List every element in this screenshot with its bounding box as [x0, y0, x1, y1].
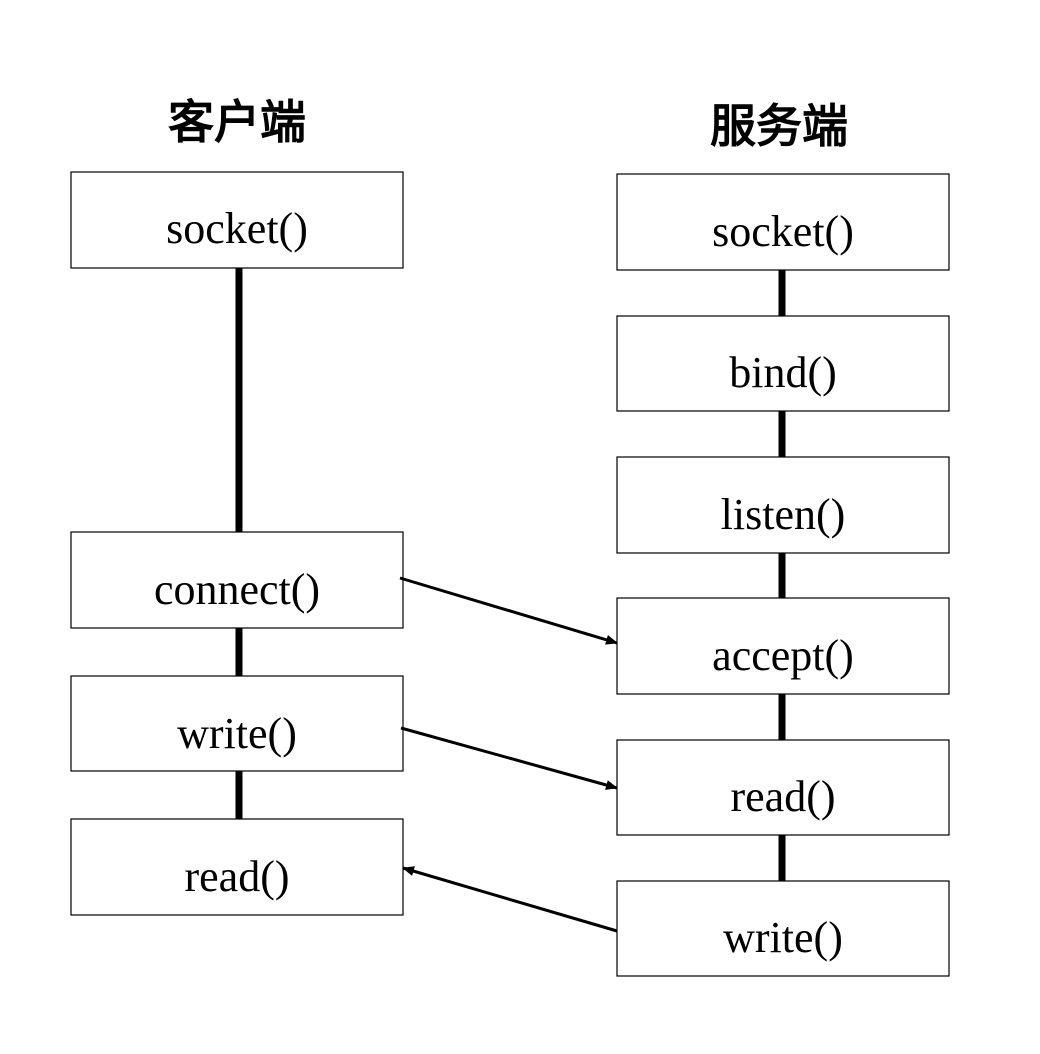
- server-read-box: read(): [616, 739, 950, 836]
- client-read-box: read(): [70, 818, 404, 916]
- server-socket-label: socket(): [712, 207, 854, 256]
- server-accept-box: accept(): [616, 597, 950, 695]
- client-read-label: read(): [184, 852, 289, 901]
- server-listen-box: listen(): [616, 456, 950, 554]
- server-read-label: read(): [730, 772, 835, 821]
- server-heading: 服务端: [710, 99, 848, 153]
- client-connect-box: connect(): [70, 531, 404, 629]
- arrow-write-to-read: [400, 726, 618, 790]
- client-write-box: write(): [70, 675, 404, 772]
- client-heading: 客户端: [168, 95, 306, 149]
- server-bind-label: bind(): [729, 348, 837, 397]
- client-connect-label: connect(): [154, 565, 320, 614]
- server-bind-box: bind(): [616, 315, 950, 412]
- server-socket-box: socket(): [616, 173, 950, 271]
- arrow-connect-to-accept: [399, 576, 618, 645]
- server-accept-label: accept(): [712, 631, 854, 680]
- server-write-box: write(): [616, 880, 950, 977]
- server-write-label: write(): [723, 913, 843, 962]
- arrow-write-to-client-read: [402, 866, 618, 933]
- client-socket-label: socket(): [166, 204, 308, 253]
- server-listen-label: listen(): [721, 490, 846, 539]
- client-write-label: write(): [177, 709, 297, 758]
- client-socket-box: socket(): [70, 171, 404, 269]
